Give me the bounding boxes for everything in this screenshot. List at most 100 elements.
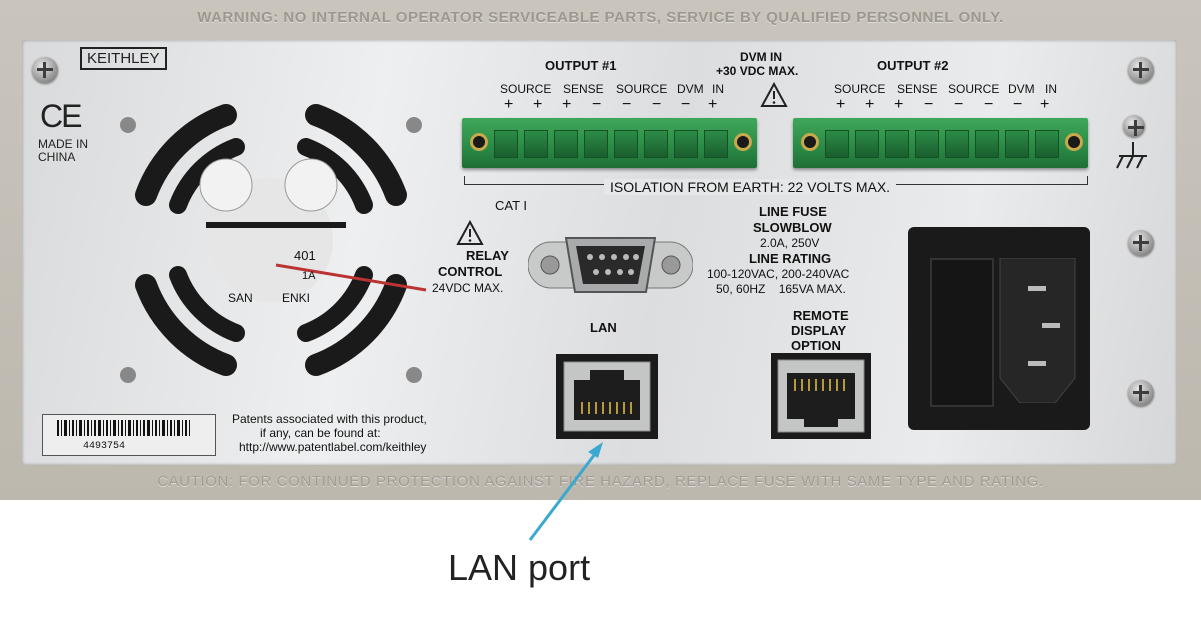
output1-sign: +	[533, 96, 543, 113]
terminal-pin[interactable]	[915, 130, 939, 158]
power-switch-recess	[930, 258, 994, 407]
terminal-pin[interactable]	[584, 130, 608, 158]
patent-line: if any, can be found at:	[260, 426, 381, 440]
output1-sign: +	[562, 96, 572, 113]
iec-c14-socket[interactable]	[990, 258, 1085, 403]
terminal-pin[interactable]	[494, 130, 518, 158]
output2-group-label: DVM	[1008, 82, 1035, 96]
terminal-pin[interactable]	[524, 130, 548, 158]
line-fuse-title: LINE FUSE	[759, 204, 827, 219]
warning-triangle-icon	[760, 82, 788, 107]
output2-terminal-block[interactable]	[793, 118, 1088, 168]
terminal-pin[interactable]	[825, 130, 849, 158]
ground-screw-icon	[1123, 115, 1145, 137]
output2-sign: −	[984, 96, 994, 113]
output1-sign: −	[681, 96, 691, 113]
made-in-line: CHINA	[38, 150, 76, 164]
brand-logo: KEITHLEY	[80, 47, 167, 70]
caution-label: CAUTION: FOR CONTINUED PROTECTION AGAINS…	[157, 473, 1044, 490]
relay-label: RELAY	[466, 248, 509, 263]
dvm-in-title: DVM IN	[740, 50, 782, 64]
fan-grille	[120, 104, 427, 383]
output2-group-label: SENSE	[897, 82, 938, 96]
patent-url: http://www.patentlabel.com/keithley	[239, 440, 427, 454]
output2-sign: +	[865, 96, 875, 113]
terminal-pin[interactable]	[614, 130, 638, 158]
barcode-icon	[57, 420, 190, 436]
output2-sign: −	[954, 96, 964, 113]
earth-ground-icon	[1116, 142, 1147, 169]
ce-mark: CE	[40, 98, 82, 134]
output1-sign: +	[708, 96, 718, 113]
mounting-hole-icon	[734, 133, 752, 151]
output1-terminal-block[interactable]	[462, 118, 757, 168]
output2-group-label: SOURCE	[834, 82, 886, 96]
made-in-label: MADE IN CHINA	[38, 138, 88, 164]
remote-display-label: OPTION	[791, 338, 841, 353]
output1-title: OUTPUT #1	[545, 58, 617, 73]
relay-label: CONTROL	[438, 264, 503, 279]
output1-group-label: SOURCE	[616, 82, 668, 96]
remote-display-port[interactable]	[771, 353, 871, 439]
serial-barcode-label: 4493754	[42, 414, 216, 456]
screw-icon	[1128, 230, 1154, 256]
made-in-line: MADE IN	[38, 137, 89, 151]
output2-sign: +	[894, 96, 904, 113]
output2-sign: −	[1013, 96, 1023, 113]
terminal-pin[interactable]	[704, 130, 728, 158]
warning-label: WARNING: NO INTERNAL OPERATOR SERVICEABL…	[197, 9, 1004, 26]
output2-group-label: IN	[1045, 82, 1057, 96]
terminal-pin[interactable]	[855, 130, 879, 158]
terminal-pin[interactable]	[945, 130, 969, 158]
isolation-label: ISOLATION FROM EARTH: 22 VOLTS MAX.	[604, 179, 897, 195]
lan-port[interactable]	[556, 354, 658, 439]
terminal-pin[interactable]	[975, 130, 999, 158]
mounting-hole-icon	[470, 133, 488, 151]
output1-sign: −	[592, 96, 602, 113]
relay-control-db9-port[interactable]	[528, 230, 693, 300]
fan-label-fragment: 1A	[302, 270, 316, 282]
category-label: CAT I	[495, 198, 528, 213]
output2-title: OUTPUT #2	[877, 58, 949, 73]
output2-sign: −	[924, 96, 934, 113]
line-rating-title: LINE RATING	[749, 251, 832, 266]
terminal-pin[interactable]	[1005, 130, 1029, 158]
fan-label-fragment: SAN	[228, 291, 253, 305]
mounting-hole-icon	[801, 133, 819, 151]
terminal-pin[interactable]	[1035, 130, 1059, 158]
output1-sign: +	[504, 96, 514, 113]
line-fuse-value: 2.0A, 250V	[760, 236, 820, 250]
output1-group-label: SOURCE	[500, 82, 552, 96]
terminal-pin[interactable]	[885, 130, 909, 158]
remote-display-label: DISPLAY	[791, 323, 847, 338]
output2-sign: +	[1040, 96, 1050, 113]
terminal-pin[interactable]	[554, 130, 578, 158]
line-rating-power: 50, 60HZ 165VA MAX.	[716, 282, 846, 296]
serial-number: 4493754	[83, 441, 126, 452]
patent-line: Patents associated with this product,	[232, 412, 427, 426]
fan-label-fragment: 401	[294, 248, 316, 263]
terminal-pin[interactable]	[644, 130, 668, 158]
dvm-in-limit: +30 VDC MAX.	[716, 64, 799, 78]
output1-group-label: IN	[712, 82, 724, 96]
output1-sign: −	[652, 96, 662, 113]
remote-display-label: REMOTE	[793, 308, 849, 323]
output2-group-label: SOURCE	[948, 82, 1000, 96]
warning-triangle-icon	[456, 220, 484, 245]
screw-icon	[1128, 380, 1154, 406]
callout-label: LAN port	[448, 547, 591, 588]
output1-group-label: SENSE	[563, 82, 604, 96]
screw-icon	[1128, 57, 1154, 83]
terminal-pin[interactable]	[674, 130, 698, 158]
fan-label-fragment: ENKI	[282, 291, 311, 305]
output2-sign: +	[836, 96, 846, 113]
output1-group-label: DVM	[677, 82, 704, 96]
mounting-hole-icon	[1065, 133, 1083, 151]
line-rating-voltage: 100-120VAC, 200-240VAC	[707, 267, 850, 281]
line-fuse-type: SLOWBLOW	[753, 220, 832, 235]
output1-sign: −	[622, 96, 632, 113]
relay-voltage: 24VDC MAX.	[432, 281, 504, 295]
lan-label: LAN	[590, 320, 617, 335]
screw-icon	[32, 57, 58, 83]
